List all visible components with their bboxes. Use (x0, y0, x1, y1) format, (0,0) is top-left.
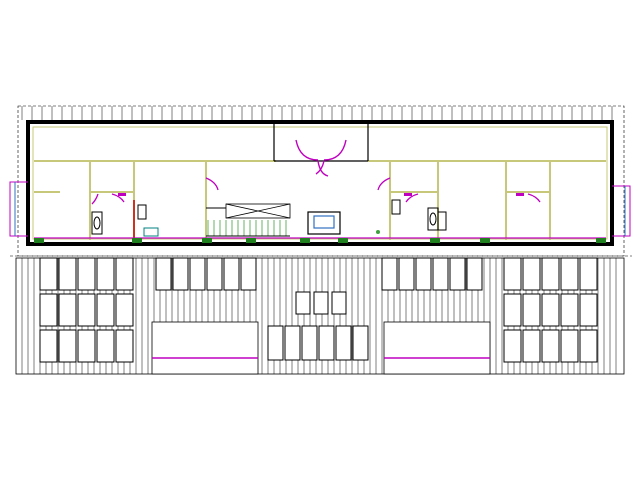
column (338, 238, 348, 243)
column (202, 238, 212, 243)
recessed-bays (151, 321, 491, 375)
window-pane (522, 257, 541, 291)
stair-rail (206, 207, 290, 237)
window-pane (189, 257, 206, 291)
central-doors (295, 291, 347, 315)
elevation-windows (39, 257, 598, 363)
interior-partitions (34, 161, 551, 240)
window-pane (541, 329, 560, 363)
window-pane (115, 293, 134, 327)
window-pane (503, 257, 522, 291)
window-pane (58, 293, 77, 327)
window-pane (172, 257, 189, 291)
window-pane (267, 325, 284, 361)
window-pane (503, 293, 522, 327)
window-pane (96, 257, 115, 291)
window-pane (398, 257, 415, 291)
window-pane (39, 329, 58, 363)
window-pane (77, 293, 96, 327)
entrance-vestibule (273, 124, 369, 162)
window-pane (96, 293, 115, 327)
staircase (225, 203, 291, 219)
elevator (307, 211, 341, 235)
window-pane (77, 257, 96, 291)
green-dot (376, 230, 380, 234)
window-pane (579, 329, 598, 363)
window-pane (240, 257, 257, 291)
window-pane (541, 257, 560, 291)
bathroom-fixtures (91, 199, 447, 235)
column (596, 238, 606, 243)
window-pane (522, 329, 541, 363)
column (430, 238, 440, 243)
column (132, 238, 142, 243)
door-markers (118, 193, 524, 196)
window-pane (579, 293, 598, 327)
window-pane (541, 293, 560, 327)
window-pane (39, 257, 58, 291)
utility-fixture (143, 227, 159, 237)
window-pane (503, 329, 522, 363)
window-pane (284, 325, 301, 361)
roof-hatching-top (21, 106, 613, 120)
stair-treads (207, 220, 287, 236)
window-pane (58, 257, 77, 291)
window-pane (560, 257, 579, 291)
window-pane (39, 293, 58, 327)
column (246, 238, 256, 243)
window-pane (96, 329, 115, 363)
window-pane (301, 325, 318, 361)
window-pane (381, 257, 398, 291)
window-pane (560, 329, 579, 363)
window-pane (335, 325, 352, 361)
column (300, 238, 310, 243)
window-pane (206, 257, 223, 291)
window-pane (58, 329, 77, 363)
window-pane (77, 329, 96, 363)
window-pane (223, 257, 240, 291)
window-pane (318, 325, 335, 361)
structural-columns (34, 238, 606, 243)
column (34, 238, 44, 243)
window-pane (115, 329, 134, 363)
window-pane (155, 257, 172, 291)
window-pane (115, 257, 134, 291)
window-pane (466, 257, 483, 291)
window-pane (352, 325, 369, 361)
window-pane (522, 293, 541, 327)
window-pane (560, 293, 579, 327)
roof-overhang-outline (10, 105, 632, 257)
elevation-outline (15, 257, 625, 375)
window-pane (432, 257, 449, 291)
room-door-swings (91, 177, 541, 205)
window-pane (449, 257, 466, 291)
side-balconies (9, 181, 631, 237)
entrance-door-swings (295, 139, 347, 177)
window-pane (579, 257, 598, 291)
window-pane (415, 257, 432, 291)
column (480, 238, 490, 243)
exterior-wall (26, 120, 614, 246)
